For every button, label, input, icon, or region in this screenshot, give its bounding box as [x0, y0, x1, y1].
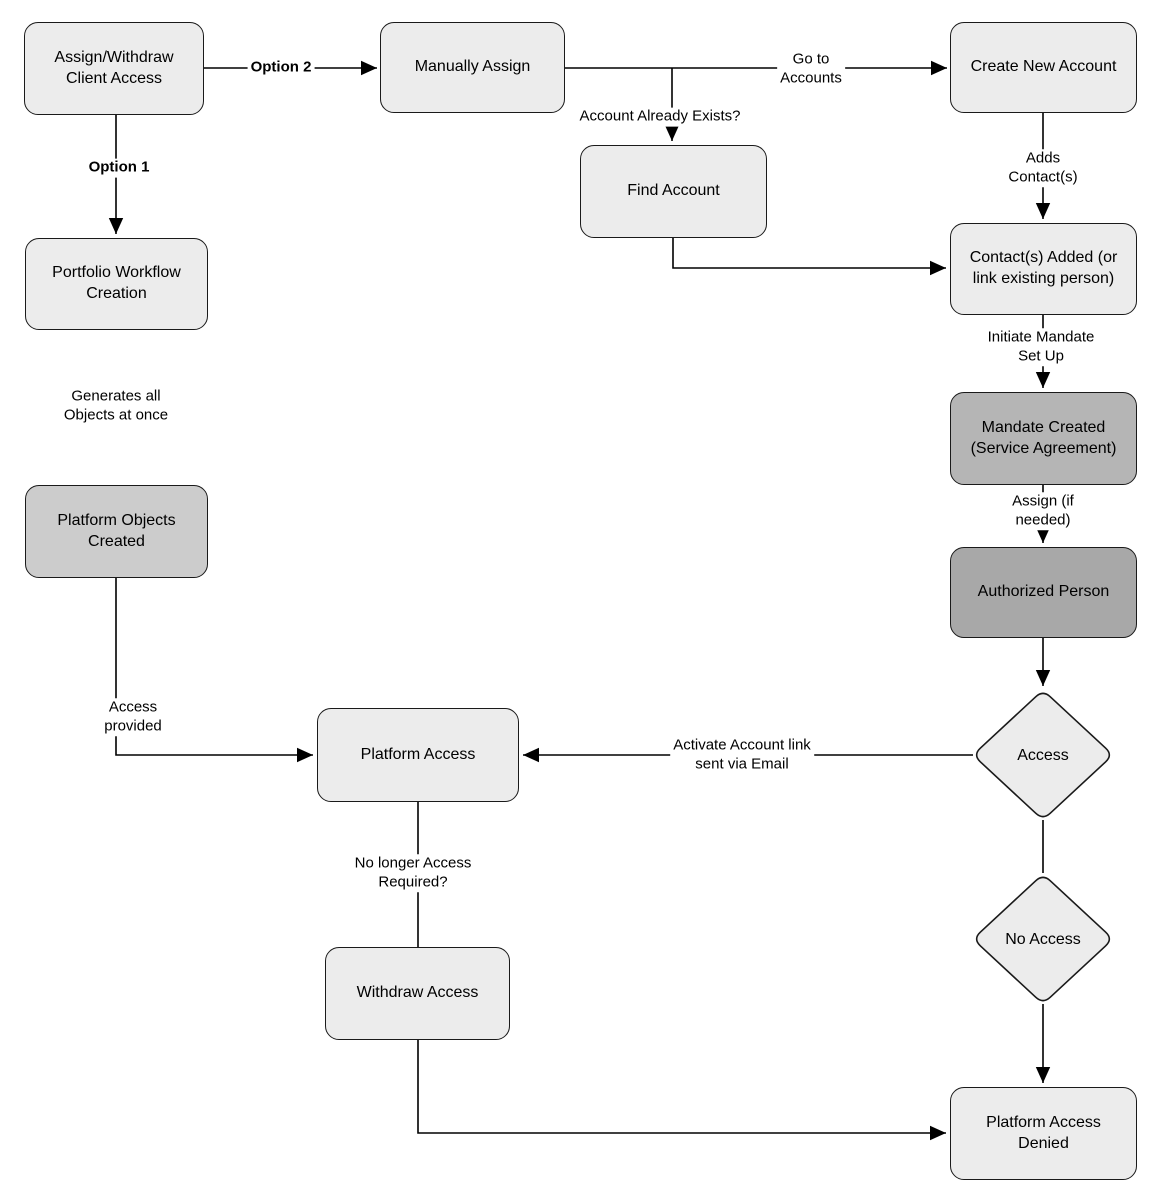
- node-label: Platform Access: [360, 745, 476, 763]
- edge-label-activate-account-link: Activate Account link sent via Email: [670, 736, 814, 774]
- node-mandate-created: Mandate Created (Service Agreement): [950, 392, 1137, 485]
- node-label: Platform Access Denied: [986, 1113, 1101, 1152]
- edge-label-initiate-mandate: Initiate Mandate Set Up: [983, 328, 1099, 366]
- node-label: Manually Assign: [414, 58, 531, 76]
- node-label: Assign/Withdraw Client Access: [54, 48, 174, 87]
- node-platform-objects-created: Platform Objects Created: [25, 485, 208, 578]
- node-label: Mandate Created (Service Agreement): [970, 418, 1117, 457]
- edge-label-no-longer-access: No longer Access Required?: [351, 854, 475, 892]
- node-portfolio-workflow-creation: Portfolio Workflow Creation: [25, 238, 208, 330]
- node-label: Create New Account: [970, 58, 1117, 76]
- edge-label-option1: Option 1: [85, 158, 153, 178]
- node-label: Contact(s) Added (or link existing perso…: [969, 249, 1118, 287]
- node-platform-access: Platform Access: [317, 708, 519, 802]
- node-find-account: Find Account: [580, 145, 767, 238]
- edge-label-go-to-accounts: Go to Accounts: [777, 50, 845, 88]
- node-label: Platform Objects Created: [57, 511, 176, 550]
- node-label: Withdraw Access: [356, 984, 479, 1002]
- node-label: Authorized Person: [977, 583, 1110, 601]
- edge-label-adds-contacts: Adds Contact(s): [986, 149, 1100, 187]
- node-create-new-account: Create New Account: [950, 22, 1137, 113]
- edge-label-option2: Option 2: [247, 58, 315, 78]
- edge-withdraw-to-denied: [417, 1040, 946, 1141]
- node-manually-assign: Manually Assign: [380, 22, 565, 113]
- decision-access-label: Access: [1017, 747, 1069, 764]
- node-label: Find Account: [627, 182, 720, 200]
- node-withdraw-access: Withdraw Access: [325, 947, 510, 1040]
- node-contacts-added: Contact(s) Added (or link existing perso…: [950, 223, 1137, 315]
- node-authorized-person: Authorized Person: [950, 547, 1137, 638]
- node-platform-access-denied: Platform Access Denied: [950, 1087, 1137, 1180]
- edge-label-account-already-exists: Account Already Exists?: [576, 107, 744, 127]
- node-assign-withdraw-client-access: Assign/Withdraw Client Access: [24, 22, 204, 115]
- node-label: Portfolio Workflow Creation: [52, 264, 181, 302]
- edge-label-assign-if-needed: Assign (if needed): [986, 492, 1100, 530]
- decision-no-access-label: No Access: [1005, 931, 1081, 948]
- edge-label-generates-all: Generates all Objects at once: [60, 387, 172, 425]
- decision-no-access-shape: [975, 876, 1111, 1002]
- edge-access-provided: [115, 578, 313, 763]
- edge-find-account-to-contacts: [672, 238, 946, 276]
- decision-access-shape: [975, 692, 1111, 818]
- edge-label-access-provided: Access provided: [101, 698, 165, 736]
